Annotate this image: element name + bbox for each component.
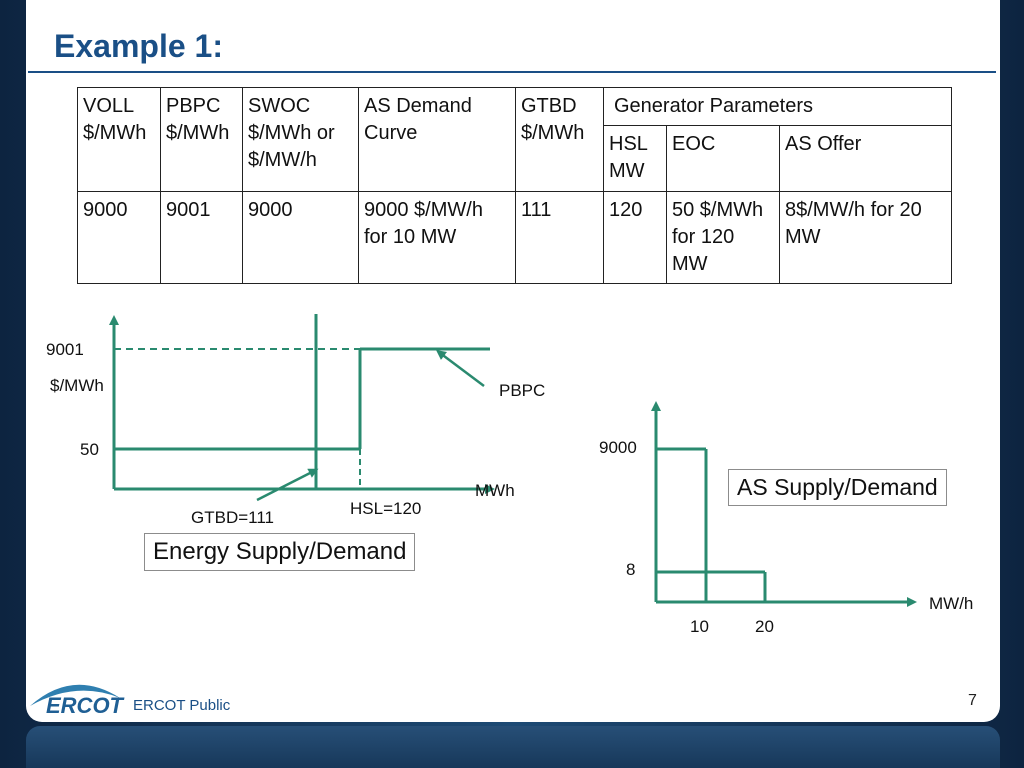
value-as-demand-line2: for 10 MW [364,226,457,248]
header-as-demand-line1: AS Demand [364,95,472,117]
value-as-offer-line1: 8$/MW/h for 20 [785,199,922,221]
header-swoc-line3: $/MW/h [248,149,317,171]
header-gtbd: GTBD $/MWh [515,87,604,192]
header-hsl: HSL MW [603,125,667,192]
header-eoc: EOC [666,125,780,192]
header-hsl-line1: HSL [609,133,648,155]
energy-y-tick-50: 50 [80,440,99,459]
value-eoc-line1: 50 $/MWh [672,199,764,221]
energy-y-unit: $/MWh [50,376,104,395]
header-generator-parameters: Generator Parameters [603,87,952,126]
as-caption-box: AS Supply/Demand [728,469,947,506]
as-y-tick-8: 8 [626,560,636,579]
hsl-label: HSL=120 [350,499,422,518]
title-divider [28,71,996,73]
slide-title: Example 1: [54,28,223,64]
header-swoc-line1: SWOC [248,95,311,117]
pbpc-pointer-arrow [436,350,485,387]
header-voll-line1: VOLL [83,95,135,117]
header-as-offer: AS Offer [779,125,952,192]
value-eoc-line3: MW [672,253,708,275]
value-as-demand: 9000 $/MW/h for 10 MW [358,191,516,284]
header-pbpc-line1: PBPC [166,95,221,117]
energy-y-tick-9001: 9001 [46,340,84,359]
header-as-demand-line2: Curve [364,122,418,144]
value-as-offer-line2: MW [785,226,821,248]
value-eoc-line2: for 120 [672,226,735,248]
as-x-tick-20: 20 [755,617,774,636]
as-x-tick-10: 10 [690,617,709,636]
header-gtbd-line1: GTBD [521,95,577,117]
pbpc-label: PBPC [499,381,546,400]
energy-x-unit: MWh [475,481,515,500]
header-as-demand: AS Demand Curve [358,87,516,192]
header-hsl-line2: MW [609,160,645,182]
value-as-demand-line1: 9000 $/MW/h [364,199,483,221]
as-chart [651,401,917,607]
header-pbpc: PBPC $/MWh [160,87,243,192]
parameters-table: VOLL $/MWh PBPC $/MWh SWOC $/MWh or $/MW… [77,87,952,284]
ercot-logo: ERCOT [30,684,125,718]
as-x-unit: MW/h [929,594,974,613]
header-voll-line2: $/MWh [83,122,147,144]
bottom-bar [26,726,1000,768]
energy-caption-box: Energy Supply/Demand [144,533,416,571]
as-y-tick-9000: 9000 [599,438,637,457]
energy-chart [109,314,495,502]
value-eoc: 50 $/MWh for 120 MW [666,191,780,284]
header-swoc-line2: $/MWh or [248,122,335,144]
header-gtbd-line2: $/MWh [521,122,585,144]
value-hsl: 120 [603,191,667,284]
value-as-offer: 8$/MW/h for 20 MW [779,191,952,284]
header-swoc: SWOC $/MWh or $/MW/h [242,87,359,192]
gtbd-pointer-arrow [256,468,319,502]
header-voll: VOLL $/MWh [77,87,161,192]
slide: Example 1: VOLL $/MWh PBPC $/MWh SWOC $/… [26,0,1000,722]
page-number: 7 [968,692,977,709]
header-pbpc-line2: $/MWh [166,122,230,144]
footer-classification: ERCOT Public [133,697,231,714]
gtbd-label: GTBD=111 [191,508,274,527]
logo-wordmark: ERCOT [46,693,125,718]
value-swoc: 9000 [242,191,359,284]
supply-demand-diagrams [109,314,917,607]
value-pbpc: 9001 [160,191,243,284]
logo-swoosh [30,684,120,706]
